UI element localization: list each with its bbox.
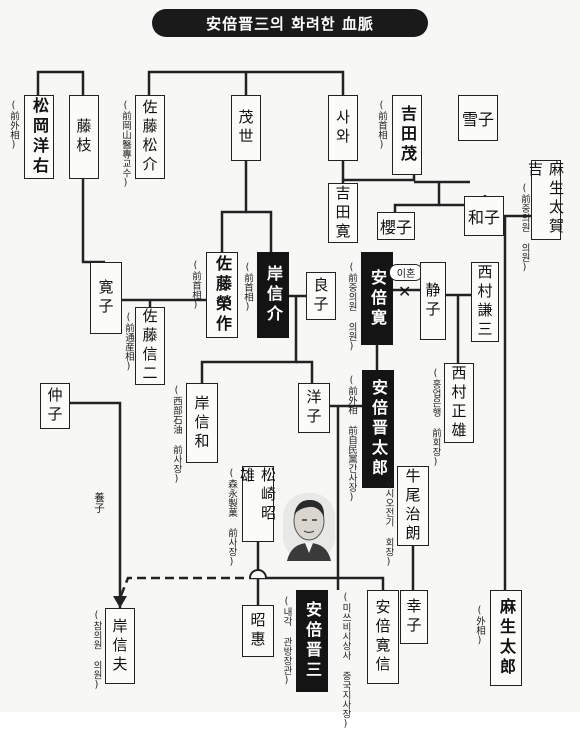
note-abe-shinzo: (내각 관방장관) — [281, 596, 292, 686]
note-kishi-nobukazu: (西部石油 前사장) — [171, 385, 182, 485]
person-aso-taro: 麻生太郎 — [490, 590, 522, 686]
person-kishi-nobuo: 岸信夫 — [105, 608, 135, 684]
divorce-cross-icon: ✕ — [398, 282, 412, 301]
note-sato-shinji: (前通産相) — [123, 312, 134, 372]
person-kazuko: 和子 — [464, 196, 504, 236]
note-kishi-nobuo: (참의원 의원) — [91, 610, 102, 691]
person-sato-shinji: 佐藤信二 — [135, 307, 165, 385]
note-aso-takakichi: (前중의원 의원) — [519, 183, 530, 273]
note-aso-taro: (外相) — [474, 605, 485, 646]
note-sato-matsusuke: (前岡山醫專교수) — [120, 100, 131, 189]
person-sato-eisaku: 佐藤榮作 — [206, 252, 238, 338]
person-matsuzaki-akio: 松崎昭雄 — [238, 466, 277, 542]
person-sakurako: 櫻子 — [377, 212, 415, 240]
person-moyo: 茂世 — [231, 95, 261, 161]
person-sato-matsusuke: 佐藤松介 — [135, 95, 165, 179]
family-tree-diagram: 安倍晋三의 화려한 血脈 — [8, 9, 565, 730]
diagram-title: 安倍晋三의 화려한 血脈 — [152, 9, 428, 37]
note-matsuzaki-akio: (森永製菓 前사장) — [226, 468, 237, 568]
person-abe-hironobu: 安倍寛信 — [367, 590, 399, 684]
person-nakako: 仲子 — [40, 383, 70, 429]
person-yoshida-shigeru: 吉田茂 — [392, 95, 422, 175]
person-yoshida-hiroshi: 吉田寛 — [328, 183, 358, 243]
person-nishimura-masao: 西村正雄 — [444, 363, 474, 443]
person-fuji: 藤枝 — [69, 95, 99, 179]
person-akie: 昭惠 — [242, 605, 274, 657]
note-ushio-jiro: (우시오전기 회장) — [383, 468, 394, 568]
person-kishi-nobusuke: 岸信介 — [257, 252, 289, 338]
person-yukiko: 雪子 — [458, 95, 498, 141]
person-sawa: 사와 — [328, 95, 358, 161]
person-ushio-jiro: 牛尾治朗 — [397, 466, 429, 546]
connector-lines — [36, 70, 547, 608]
note-abe-shintaro: (前外相 前自民黨간사장) — [346, 375, 357, 503]
person-abe-shintaro: 安倍晋太郎 — [362, 370, 394, 488]
person-matsuoka-yosuke: 松岡洋右 — [24, 95, 54, 179]
note-abe-hironobu: (미쓰비시상사 중국지사장) — [340, 592, 351, 730]
abe-shinzo-portrait — [283, 493, 335, 561]
person-kishi-nobukazu: 岸信和 — [186, 383, 218, 463]
note-nishimura-masao: (흥업은행 前회장) — [430, 368, 441, 468]
person-hiroko: 寛子 — [90, 262, 122, 334]
person-aso-takakichi: 麻生太賀吉 — [526, 160, 565, 240]
person-sachiko: 幸子 — [400, 590, 428, 644]
divorce-tag: 이혼 — [389, 264, 423, 281]
person-shizuko: 静子 — [420, 262, 446, 340]
person-abe-kan: 安倍寛 — [361, 252, 393, 345]
person-yoko: 洋子 — [298, 383, 330, 433]
person-yoshiko: 良子 — [306, 272, 336, 320]
note-matsuoka: (前外相) — [8, 100, 19, 151]
adopted-label: 養子 — [93, 492, 105, 513]
note-kishi-nobusuke: (前首相) — [242, 262, 253, 313]
person-nishimura-kenzo: 西村謙三 — [471, 262, 499, 342]
person-abe-shinzo: 安倍晋三 — [296, 590, 328, 692]
note-abe-kan: (前중의원 의원) — [346, 262, 357, 352]
note-sato-eisaku: (前首相) — [190, 260, 201, 311]
note-yoshida-shigeru: (前首相) — [376, 100, 387, 151]
